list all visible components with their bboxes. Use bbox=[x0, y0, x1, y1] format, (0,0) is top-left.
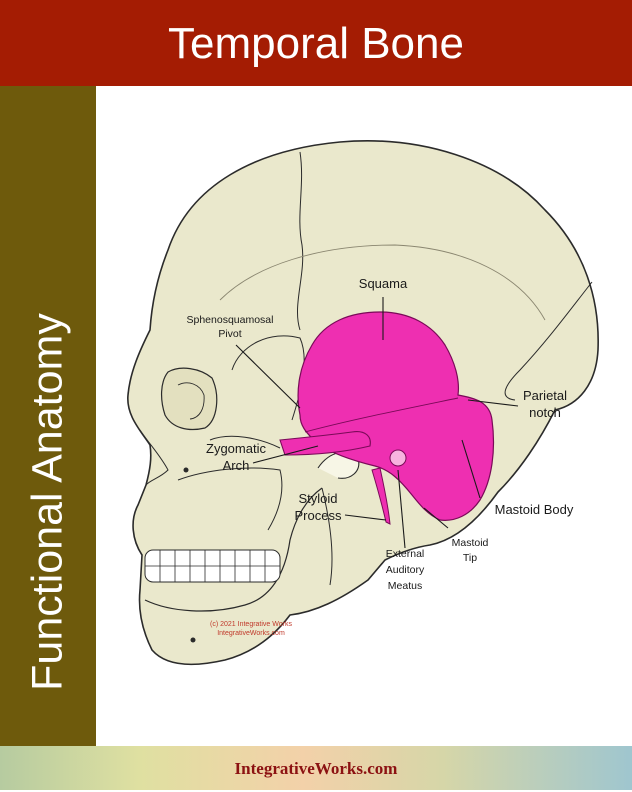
label-zygomatic: Zygomatic bbox=[206, 441, 266, 456]
squama-ridge bbox=[304, 397, 459, 433]
leader-lines bbox=[235, 297, 519, 549]
label-external: External bbox=[386, 548, 425, 560]
label-parietal: Parietal bbox=[523, 388, 567, 403]
mandible-outline bbox=[144, 487, 323, 612]
maxilla-line bbox=[177, 467, 283, 531]
teeth-dividers bbox=[145, 550, 280, 582]
styloid-process bbox=[371, 467, 391, 525]
page-title: Temporal Bone bbox=[168, 19, 464, 68]
label-mastoid-body: Mastoid Body bbox=[495, 502, 574, 517]
mental-foramen bbox=[190, 637, 196, 643]
skull-diagram: Squama Sphenosquamosal Pivot Parietal no… bbox=[127, 140, 599, 666]
label-parietal-notch: notch bbox=[529, 405, 561, 420]
label-meatus: Meatus bbox=[388, 580, 422, 592]
label-mastoid: Mastoid bbox=[452, 537, 489, 549]
label-sphenosquamosal: Sphenosquamosal bbox=[187, 314, 274, 326]
temporal-line bbox=[219, 244, 546, 321]
orbit-inner bbox=[177, 382, 205, 420]
label-zygomatic-arch: Arch bbox=[223, 458, 250, 473]
label-auditory: Auditory bbox=[386, 564, 425, 576]
label-squama: Squama bbox=[359, 276, 408, 291]
label-styloid-process: Process bbox=[295, 508, 342, 523]
lambdoid-suture bbox=[504, 281, 593, 401]
footer-bar: IntegrativeWorks.com bbox=[0, 746, 632, 790]
zygomatic-process bbox=[279, 431, 371, 456]
header-bar: Temporal Bone bbox=[0, 0, 632, 86]
footer-brand: IntegrativeWorks.com bbox=[234, 759, 398, 778]
auditory-meatus bbox=[389, 449, 407, 467]
label-styloid: Styloid bbox=[298, 491, 337, 506]
mandible-ramus bbox=[321, 487, 333, 586]
copyright-line-2: IntegrativeWorks.com bbox=[217, 630, 285, 637]
zygoma-line bbox=[209, 435, 281, 449]
copyright-line-1: (c) 2021 Integrative Works bbox=[210, 621, 292, 628]
orbit-outline bbox=[161, 367, 218, 431]
label-sphenosquamosal-pivot: Pivot bbox=[218, 328, 241, 340]
diagram-panel: Squama Sphenosquamosal Pivot Parietal no… bbox=[96, 86, 632, 746]
label-mastoid-tip: Tip bbox=[463, 552, 477, 564]
sidebar-title: Functional Anatomy bbox=[23, 313, 72, 691]
coronal-suture bbox=[297, 151, 304, 331]
sidebar-band: Functional Anatomy bbox=[0, 86, 96, 746]
temporal-squama bbox=[297, 311, 495, 521]
infraorbital-foramen bbox=[183, 467, 189, 473]
nasal-outline bbox=[139, 429, 169, 486]
